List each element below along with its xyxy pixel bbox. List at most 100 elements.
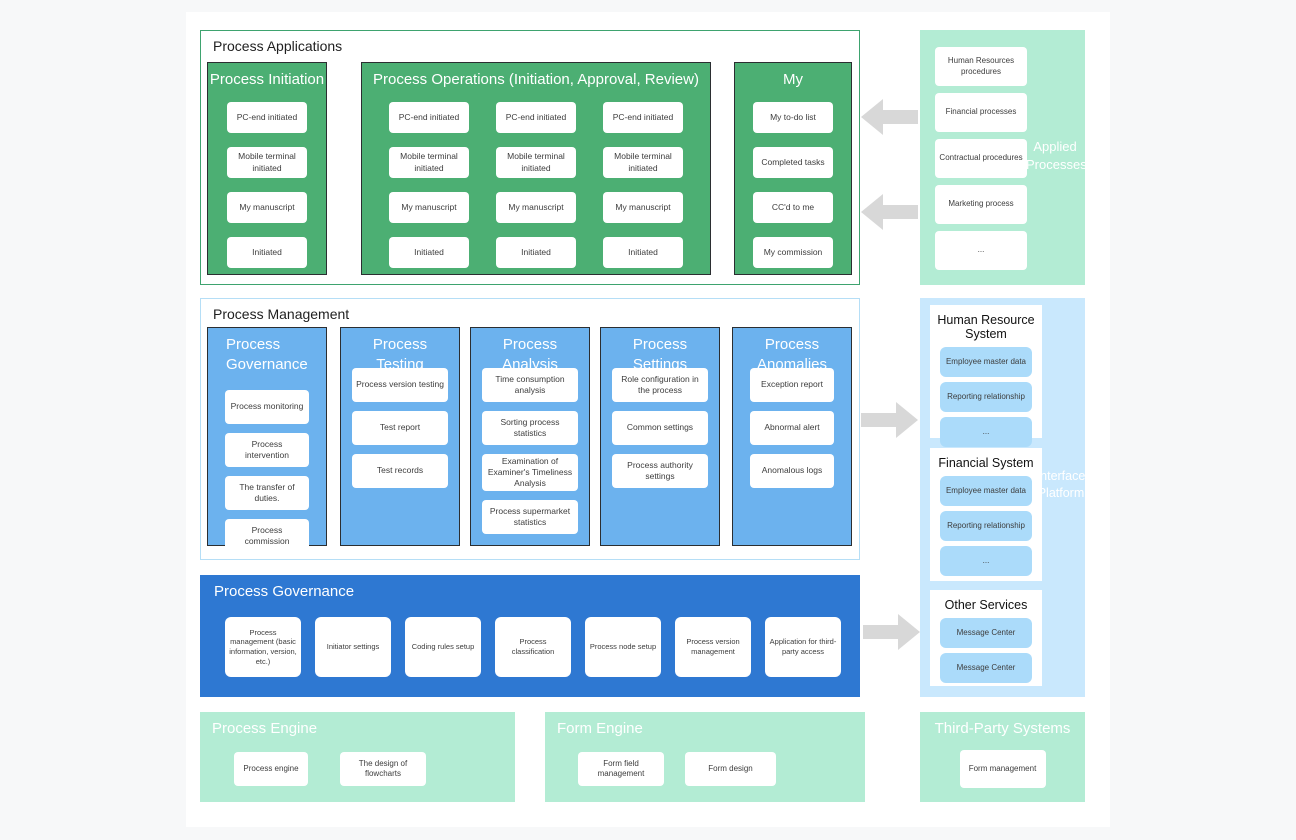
node-card: My commission (753, 237, 833, 268)
node-card: Initiated (227, 237, 307, 268)
pm-governance-title: Process Governance (226, 336, 308, 374)
process-governance-bar: Process Governance Process management (b… (200, 575, 860, 697)
node-card: Form field management (578, 752, 664, 786)
process-initiation-panel: Process Initiation PC-end initiated Mobi… (207, 62, 327, 275)
node-card: Mobile terminal initiated (496, 147, 576, 178)
form-engine-panel: Form Engine Form field management Form d… (545, 712, 865, 802)
arrow-right-icon (863, 614, 920, 650)
node-card: Completed tasks (753, 147, 833, 178)
other-services-cards: Message Center Message Center (930, 618, 1042, 683)
node-card: Form management (959, 750, 1046, 788)
pm-governance-panel: Process Governance Process monitoring Pr… (207, 327, 327, 553)
hr-system-group: Human Resource System Employee master da… (930, 305, 1042, 447)
node-card: Employee master data (940, 347, 1032, 377)
node-card: ... (935, 231, 1027, 270)
node-card: Contractual procedures (935, 139, 1027, 178)
node-card: Process supermarket statistics (482, 500, 578, 535)
other-services-title: Other Services (944, 598, 1028, 612)
node-card: Process monitoring (225, 390, 309, 424)
process-applications-title: Process Applications (213, 38, 343, 54)
node-card: Human Resources procedures (935, 47, 1027, 86)
node-card: Test records (352, 454, 448, 488)
operations-column-3: PC-end initiated Mobile terminal initiat… (603, 102, 683, 268)
applied-processes-cards: Human Resources procedures Financial pro… (935, 47, 1027, 270)
node-card: Mobile terminal initiated (603, 147, 683, 178)
node-card: PC-end initiated (496, 102, 576, 133)
pm-analysis-panel: Process Analysis Time consumption analys… (470, 327, 590, 546)
node-card: My manuscript (603, 192, 683, 223)
node-card: Process intervention (225, 433, 309, 467)
node-card: Form design (685, 752, 776, 786)
process-governance-cards: Process management (basic information, v… (225, 617, 841, 677)
node-card: Time consumption analysis (482, 368, 578, 402)
operations-column-2: PC-end initiated Mobile terminal initiat… (496, 102, 576, 268)
node-card: Anomalous logs (750, 454, 834, 488)
node-card: Reporting relationship (940, 382, 1032, 412)
node-card: Process version management (675, 617, 751, 677)
pm-anomalies-panel: Process Anomalies Exception report Abnor… (732, 327, 852, 546)
node-card: Process node setup (585, 617, 661, 677)
node-card: Coding rules setup (405, 617, 481, 677)
process-operations-cards: PC-end initiated Mobile terminal initiat… (362, 102, 710, 268)
node-card: Sorting process statistics (482, 411, 578, 445)
arrow-right-icon (861, 402, 918, 438)
my-cards: My to-do list Completed tasks CC'd to me… (735, 102, 851, 268)
hr-system-title: Human Resource System (937, 313, 1035, 341)
node-card: Role configuration in the process (612, 368, 708, 402)
interface-platform-panel: Human Resource System Employee master da… (920, 298, 1085, 697)
process-initiation-cards: PC-end initiated Mobile terminal initiat… (208, 102, 326, 268)
third-party-systems-cards: Form management (920, 750, 1085, 788)
node-card: Mobile terminal initiated (227, 147, 307, 178)
node-card: Process classification (495, 617, 571, 677)
node-card: The transfer of duties. (225, 476, 309, 510)
process-management-title: Process Management (213, 306, 350, 322)
node-card: Initiator settings (315, 617, 391, 677)
process-management-section: Process Management Process Governance Pr… (200, 298, 860, 560)
my-panel-title: My (783, 71, 803, 88)
node-card: ... (940, 417, 1032, 447)
process-governance-bar-title: Process Governance (214, 583, 355, 600)
node-card: Initiated (496, 237, 576, 268)
node-card: PC-end initiated (227, 102, 307, 133)
pm-testing-cards: Process version testing Test report Test… (341, 368, 459, 488)
arrow-left-icon (861, 194, 918, 230)
node-card: My manuscript (496, 192, 576, 223)
node-card: My to-do list (753, 102, 833, 133)
form-engine-cards: Form field management Form design (578, 752, 776, 786)
form-engine-title: Form Engine (557, 720, 643, 737)
node-card: The design of flowcharts (340, 752, 426, 786)
node-card: Reporting relationship (940, 511, 1032, 541)
node-card: Common settings (612, 411, 708, 445)
financial-system-cards: Employee master data Reporting relations… (930, 476, 1042, 576)
third-party-systems-title: Third-Party Systems (934, 720, 1071, 737)
node-card: PC-end initiated (603, 102, 683, 133)
node-card: Abnormal alert (750, 411, 834, 445)
node-card: Test report (352, 411, 448, 445)
node-card: Message Center (940, 653, 1032, 683)
node-card: Exception report (750, 368, 834, 402)
node-card: CC'd to me (753, 192, 833, 223)
node-card: Process commission (225, 519, 309, 553)
node-card: Process authority settings (612, 454, 708, 488)
process-operations-panel: Process Operations (Initiation, Approval… (361, 62, 711, 275)
process-engine-cards: Process engine The design of flowcharts (234, 752, 426, 786)
pm-governance-cards: Process monitoring Process intervention … (208, 390, 326, 553)
pm-testing-panel: Process Testing Process version testing … (340, 327, 460, 546)
node-card: Process management (basic information, v… (225, 617, 301, 677)
process-initiation-title: Process Initiation (209, 71, 325, 88)
node-card: Mobile terminal initiated (389, 147, 469, 178)
third-party-systems-panel: Third-Party Systems Form management (920, 712, 1085, 802)
node-card: Application for third-party access (765, 617, 841, 677)
other-services-group: Other Services Message Center Message Ce… (930, 590, 1042, 686)
node-card: Marketing process (935, 185, 1027, 224)
pm-analysis-cards: Time consumption analysis Sorting proces… (471, 368, 589, 535)
financial-system-title: Financial System (938, 456, 1034, 470)
node-card: My manuscript (227, 192, 307, 223)
hr-system-cards: Employee master data Reporting relations… (930, 347, 1042, 447)
node-card: Initiated (389, 237, 469, 268)
arrow-left-icon (861, 99, 918, 135)
process-applications-section: Process Applications Process Initiation … (200, 30, 860, 285)
node-card: Process engine (234, 752, 308, 786)
node-card: Employee master data (940, 476, 1032, 506)
node-card: ... (940, 546, 1032, 576)
